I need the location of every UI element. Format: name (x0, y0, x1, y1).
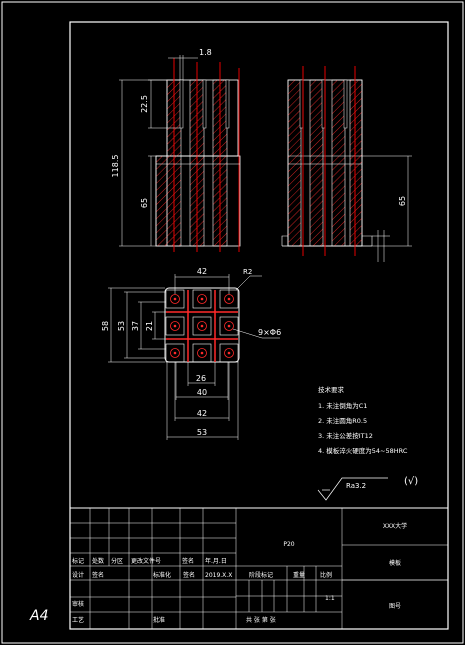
dims-plan-view (108, 274, 280, 440)
dim-groove-width: 1.8 (199, 48, 212, 57)
title-institution: XXX大学 (383, 522, 407, 530)
label-count: 处数 (92, 557, 104, 565)
dim-height-37: 37 (131, 321, 140, 331)
section-view-left (155, 58, 241, 252)
label-change-doc: 更改文件号 (131, 557, 161, 565)
dim-height-21: 21 (145, 321, 154, 331)
notes-heading: 技术要求 (318, 385, 345, 394)
label-approve: 批准 (153, 616, 165, 624)
label-designer: 设计 (72, 571, 84, 579)
title-block: P20 XXX大学 模板 图号 1:1 标记 处数 分区 更改文件号 签名 年.… (69, 507, 449, 630)
title-part-name: P20 (283, 541, 294, 548)
dim-groove-depth: 22.5 (140, 95, 149, 113)
label-process: 工艺 (72, 616, 84, 624)
plan-view (164, 287, 240, 363)
dims-section-right (362, 155, 412, 262)
dim-width-53: 53 (197, 428, 207, 437)
sheet-size-label: A4 (29, 608, 48, 624)
dims-section-left (119, 55, 198, 247)
title-drawing-title: 模板 (389, 559, 401, 567)
section-view-right (281, 66, 373, 256)
dim-width-40: 40 (197, 388, 207, 397)
title-scale: 1:1 (325, 595, 335, 602)
dim-total-height: 118.5 (111, 155, 120, 178)
dim-corner-radius: R2 (243, 268, 252, 276)
label-scale: 比例 (320, 571, 332, 579)
label-date: 年.月.日 (205, 557, 227, 565)
dim-hole-note: 9×Φ6 (258, 328, 281, 337)
label-standardize: 标准化 (153, 571, 171, 579)
dim-width-26: 26 (196, 374, 206, 383)
label-review: 审核 (72, 600, 84, 608)
dim-width-42-bottom: 42 (197, 409, 207, 418)
dim-lower-height-left: 65 (140, 198, 149, 208)
dim-width-42-top: 42 (197, 267, 207, 276)
title-drawing-no-label: 图号 (389, 603, 401, 610)
label-signature: 签名 (182, 557, 194, 565)
dim-lower-height-right: 65 (398, 196, 407, 206)
note-item: 1. 未注倒角为C1 (318, 401, 367, 410)
roughness-value: Ra3.2 (346, 482, 366, 490)
technical-notes: 技术要求 1. 未注倒角为C1 2. 未注圆角R0.5 3. 未注公差按IT12… (318, 385, 408, 455)
note-item: 2. 未注圆角R0.5 (318, 416, 367, 425)
label-mark: 标记 (72, 557, 84, 565)
designer-sign: 签名 (92, 571, 104, 579)
dim-height-53: 53 (117, 321, 126, 331)
label-zone: 分区 (111, 557, 123, 565)
roughness-symbol (317, 477, 388, 501)
label-stage-mark: 阶段标记 (249, 571, 273, 579)
sheets-text: 共 张 第 张 (246, 616, 276, 624)
note-item: 3. 未注公差按IT12 (318, 431, 373, 440)
dim-height-58: 58 (101, 321, 110, 331)
label-weight: 重量 (293, 571, 305, 579)
standardize-sign: 签名 (183, 571, 195, 579)
roughness-other: (√) (404, 476, 418, 487)
note-item: 4. 模板淬火硬度为54~58HRC (318, 446, 408, 455)
date-value: 2019.X.X (205, 572, 232, 579)
